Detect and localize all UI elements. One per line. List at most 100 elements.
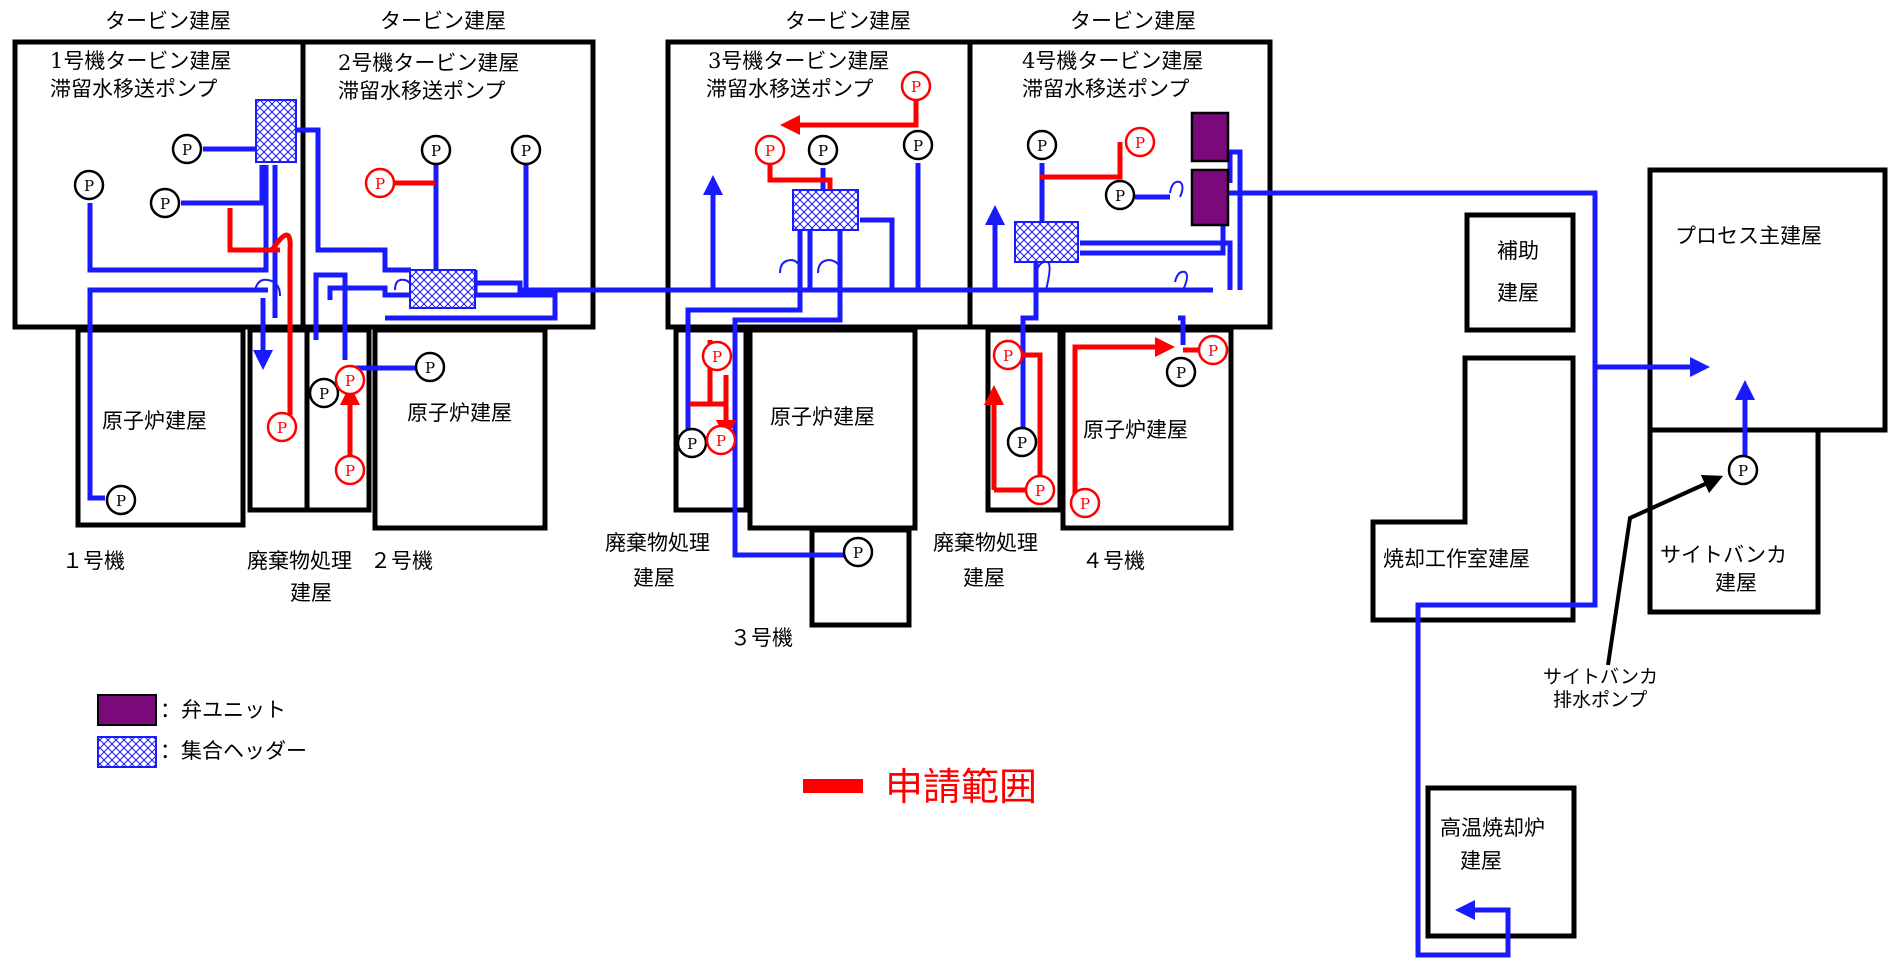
pump-label: P: [716, 432, 726, 450]
scope-legend-swatch: [803, 779, 863, 793]
valve-unit-4b: [1190, 168, 1230, 227]
turbine-label-2: タービン建屋: [380, 9, 506, 33]
pump-icon: [1165, 356, 1197, 388]
valve-unit-4a: [1190, 111, 1230, 163]
aux-label-2: 建屋: [1497, 281, 1539, 305]
scope-pump-icon: [705, 424, 737, 456]
legend-header-label: ：集合ヘッダー: [160, 739, 307, 763]
waste-label-4-1: 廃棄物処理: [933, 531, 1038, 555]
pump-icon: [149, 187, 181, 219]
pump-label: P: [913, 137, 923, 155]
pump-icon: [842, 536, 874, 568]
pump-icon: [902, 129, 934, 161]
turbine-label-3: タービン建屋: [785, 9, 911, 33]
unit3-pump-title-2: 滞留水移送ポンプ: [706, 77, 873, 101]
unit-3-annex: [809, 527, 912, 628]
pump-label: P: [1017, 434, 1027, 452]
incinerator-label: 焼却工作室建屋: [1383, 547, 1530, 571]
reactor-building-3: [747, 327, 918, 531]
pump-label: P: [1115, 187, 1125, 205]
hti-label-2: 建屋: [1460, 849, 1502, 873]
pump-label: P: [84, 177, 94, 195]
scope-pump-icon: [701, 340, 733, 372]
legend-valve-unit-swatch: [97, 694, 157, 726]
header-unit-1: [255, 99, 297, 163]
turbine-label-1: タービン建屋: [105, 9, 231, 33]
pump-label: P: [116, 492, 126, 510]
waste-label-3-2: 建屋: [633, 566, 675, 590]
pump-icon: [420, 134, 452, 166]
scope-pump-icon: [1197, 334, 1229, 366]
pump-label: P: [160, 195, 170, 213]
waste-label-3-1: 廃棄物処理: [605, 531, 710, 555]
turbine-building-2: [300, 39, 596, 330]
legend-header-swatch: [97, 736, 157, 768]
scope-pump-icon: [1124, 126, 1156, 158]
reactor-label-2: 原子炉建屋: [407, 401, 512, 425]
site-pump-pointer: [1606, 475, 1724, 666]
pump-label: P: [712, 348, 722, 366]
unit3-pump-title-1: 3号機タービン建屋: [708, 49, 889, 73]
pump-icon: [73, 169, 105, 201]
hti-label-1: 高温焼却炉: [1440, 816, 1545, 840]
unit-label-1: １号機: [62, 549, 125, 573]
pump-icon: [1104, 179, 1136, 211]
pump-icon: [105, 484, 137, 516]
pump-label: P: [687, 435, 697, 453]
pump-label: P: [375, 175, 385, 193]
waste-label-4-2: 建屋: [963, 566, 1005, 590]
valve-units: [1190, 111, 1230, 227]
scope-pump-icon: [266, 411, 298, 443]
pump-label: P: [425, 359, 435, 377]
reactor-label-1: 原子炉建屋: [102, 409, 207, 433]
waste-building-3: [673, 327, 749, 513]
auxiliary-building: [1464, 212, 1576, 333]
unit2-pump-title-1: 2号機タービン建屋: [338, 51, 519, 75]
site-pump-label-1: サイトバンカ: [1543, 666, 1658, 688]
high-temp-incinerator-building: [1425, 785, 1577, 939]
pump-label: P: [182, 141, 192, 159]
site-bunker-label-1: サイトバンカ: [1660, 543, 1787, 567]
waste-label-12-2: 建屋: [290, 581, 332, 605]
pump-label: P: [345, 462, 355, 480]
scope-pump-icon: [992, 339, 1024, 371]
pump-label: P: [319, 385, 329, 403]
pump-label: P: [1135, 134, 1145, 152]
reactor-building-4: [1060, 327, 1234, 531]
aux-label-1: 補助: [1497, 239, 1539, 263]
pump-label: P: [277, 419, 287, 437]
reactor-building-1: [75, 327, 246, 528]
pump-label: P: [1003, 347, 1013, 365]
process-label: プロセス主建屋: [1675, 224, 1822, 248]
turbine-label-4: タービン建屋: [1070, 9, 1196, 33]
pump-label: P: [1208, 342, 1218, 360]
pump-icon: [1006, 426, 1038, 458]
pump-label: P: [1037, 137, 1047, 155]
header-unit-4: [1014, 221, 1079, 263]
header-unit-3: [792, 189, 859, 231]
pump-label: P: [1176, 364, 1186, 382]
waste-building-12b: [304, 327, 372, 513]
incinerator-workshop-building: [1370, 355, 1576, 623]
scope-lines: [227, 80, 1205, 793]
reactor-label-3: 原子炉建屋: [770, 405, 875, 429]
unit-label-4: ４号機: [1082, 549, 1145, 573]
pump-label: P: [1738, 462, 1748, 480]
pump-label: P: [345, 372, 355, 390]
unit1-pump-title-2: 滞留水移送ポンプ: [50, 77, 217, 101]
pump-label: P: [818, 142, 828, 160]
reactor-building-2: [372, 327, 548, 531]
header-unit-2: [409, 269, 476, 309]
pump-label: P: [431, 142, 441, 160]
unit-label-3: ３号機: [730, 626, 793, 650]
pump-label: P: [853, 544, 863, 562]
unit4-pump-title-2: 滞留水移送ポンプ: [1022, 77, 1189, 101]
unit4-pump-title-1: 4号機タービン建屋: [1022, 49, 1203, 73]
pump-icon: [1026, 129, 1058, 161]
waste-label-12-1: 廃棄物処理: [247, 549, 352, 573]
pump-icon: [308, 377, 340, 409]
scope-pump-icon: [1069, 487, 1101, 519]
legend-valve-unit-label: ：弁ユニット: [160, 698, 286, 722]
scope-pump-icon: [334, 454, 366, 486]
